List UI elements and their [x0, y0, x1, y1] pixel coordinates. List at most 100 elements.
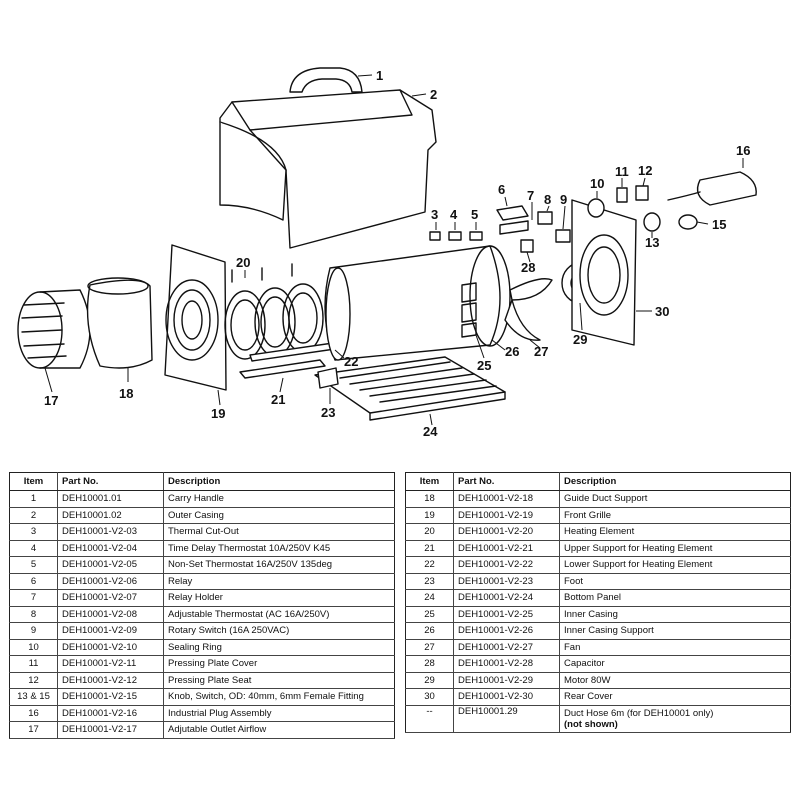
callout-29: 29 — [573, 332, 587, 347]
description-cell: Pressing Plate Seat — [163, 672, 395, 689]
lower-support-part — [249, 341, 343, 362]
description-cell: Pressing Plate Cover — [163, 655, 395, 673]
item-cell: 23 — [405, 573, 454, 590]
item-cell: 20 — [405, 523, 454, 541]
part-number-cell: DEH10001-V2-08 — [57, 606, 164, 623]
item-cell: 10 — [9, 639, 58, 656]
upper-support-part — [239, 359, 326, 379]
description-cell: Knob, Switch, OD: 40mm, 6mm Female Fitti… — [163, 688, 395, 706]
part-number-cell: DEH10001-V2-05 — [57, 556, 164, 574]
item-cell: 30 — [405, 688, 454, 706]
callout-19: 19 — [211, 406, 225, 421]
callout-17: 17 — [44, 393, 58, 408]
callout-4: 4 — [450, 207, 458, 222]
sealing-ring-part — [587, 198, 605, 218]
part-number-cell: DEH10001.29 — [453, 705, 560, 733]
description-cell: Front Grille — [559, 507, 791, 524]
item-cell: 18 — [405, 490, 454, 508]
item-cell: 1 — [9, 490, 58, 508]
description-cell: Guide Duct Support — [559, 490, 791, 508]
part-number-cell: DEH10001-V2-25 — [453, 606, 560, 623]
outer-casing-part — [219, 89, 437, 249]
inner-casing-part — [324, 245, 501, 361]
callout-28: 28 — [521, 260, 535, 275]
part-number-cell: DEH10001-V2-11 — [57, 655, 164, 673]
callout-10: 10 — [590, 176, 604, 191]
description-cell: Inner Casing — [559, 606, 791, 623]
description-cell: Outer Casing — [163, 507, 395, 524]
part-number-cell: DEH10001-V2-24 — [453, 589, 560, 607]
part-number-cell: DEH10001-V2-04 — [57, 540, 164, 557]
item-cell: 26 — [405, 622, 454, 640]
part-number-cell: DEH10001-V2-07 — [57, 589, 164, 607]
fan-part — [509, 278, 553, 301]
callout-23: 23 — [321, 405, 335, 420]
callout-24: 24 — [423, 424, 438, 439]
col-header-item: Item — [9, 472, 58, 491]
description-cell: Duct Hose 6m (for DEH10001 only)(not sho… — [559, 705, 791, 733]
item-cell: 5 — [9, 556, 58, 574]
item-cell: 21 — [405, 540, 454, 557]
description-cell: Lower Support for Heating Element — [559, 556, 791, 574]
table-header-row: Item Part No. Description — [405, 472, 791, 491]
description-cell: Adjustable Thermostat (AC 16A/250V) — [163, 606, 395, 623]
foot-part — [317, 367, 339, 389]
col-header-description: Description — [163, 472, 395, 491]
thermal-cutout-part — [429, 231, 441, 241]
col-header-description: Description — [559, 472, 791, 491]
description-cell: Industrial Plug Assembly — [163, 705, 395, 722]
part-number-cell: DEH10001-V2-17 — [57, 721, 164, 739]
description-cell: Foot — [559, 573, 791, 590]
part-number-cell: DEH10001-V2-22 — [453, 556, 560, 574]
table-header-row: Item Part No. Description — [9, 472, 395, 491]
callout-8: 8 — [544, 192, 551, 207]
description-cell: Adjutable Outlet Airflow — [163, 721, 395, 739]
description-cell: Relay — [163, 573, 395, 590]
item-cell: 9 — [9, 622, 58, 640]
exploded-parts-diagram: 1 2 3 4 5 6 7 8 9 10 11 12 13 15 16 17 1… — [17, 67, 757, 439]
description-cell: Relay Holder — [163, 589, 395, 607]
callout-6: 6 — [498, 182, 505, 197]
item-cell: 6 — [9, 573, 58, 590]
part-number-cell: DEH10001-V2-18 — [453, 490, 560, 508]
part-number-cell: DEH10001.02 — [57, 507, 164, 524]
callout-1: 1 — [376, 68, 383, 83]
non-set-thermostat-part — [469, 231, 483, 241]
description-cell: Motor 80W — [559, 672, 791, 689]
part-number-cell: DEH10001.01 — [57, 490, 164, 508]
callout-18: 18 — [119, 386, 133, 401]
part-number-cell: DEH10001-V2-20 — [453, 523, 560, 541]
description-text: Duct Hose 6m (for DEH10001 only) — [564, 707, 714, 719]
item-cell: 7 — [9, 589, 58, 607]
capacitor-part — [520, 239, 534, 253]
time-delay-thermostat-part — [448, 231, 462, 241]
relay-part — [496, 205, 529, 221]
item-cell: 3 — [9, 523, 58, 541]
callout-20: 20 — [236, 255, 250, 270]
item-cell: -- — [405, 705, 454, 733]
callout-12: 12 — [638, 163, 652, 178]
callout-21: 21 — [271, 392, 285, 407]
callout-2: 2 — [430, 87, 437, 102]
part-number-cell: DEH10001-V2-21 — [453, 540, 560, 557]
description-cell: Carry Handle — [163, 490, 395, 508]
callout-15: 15 — [712, 217, 726, 232]
item-cell: 24 — [405, 589, 454, 607]
